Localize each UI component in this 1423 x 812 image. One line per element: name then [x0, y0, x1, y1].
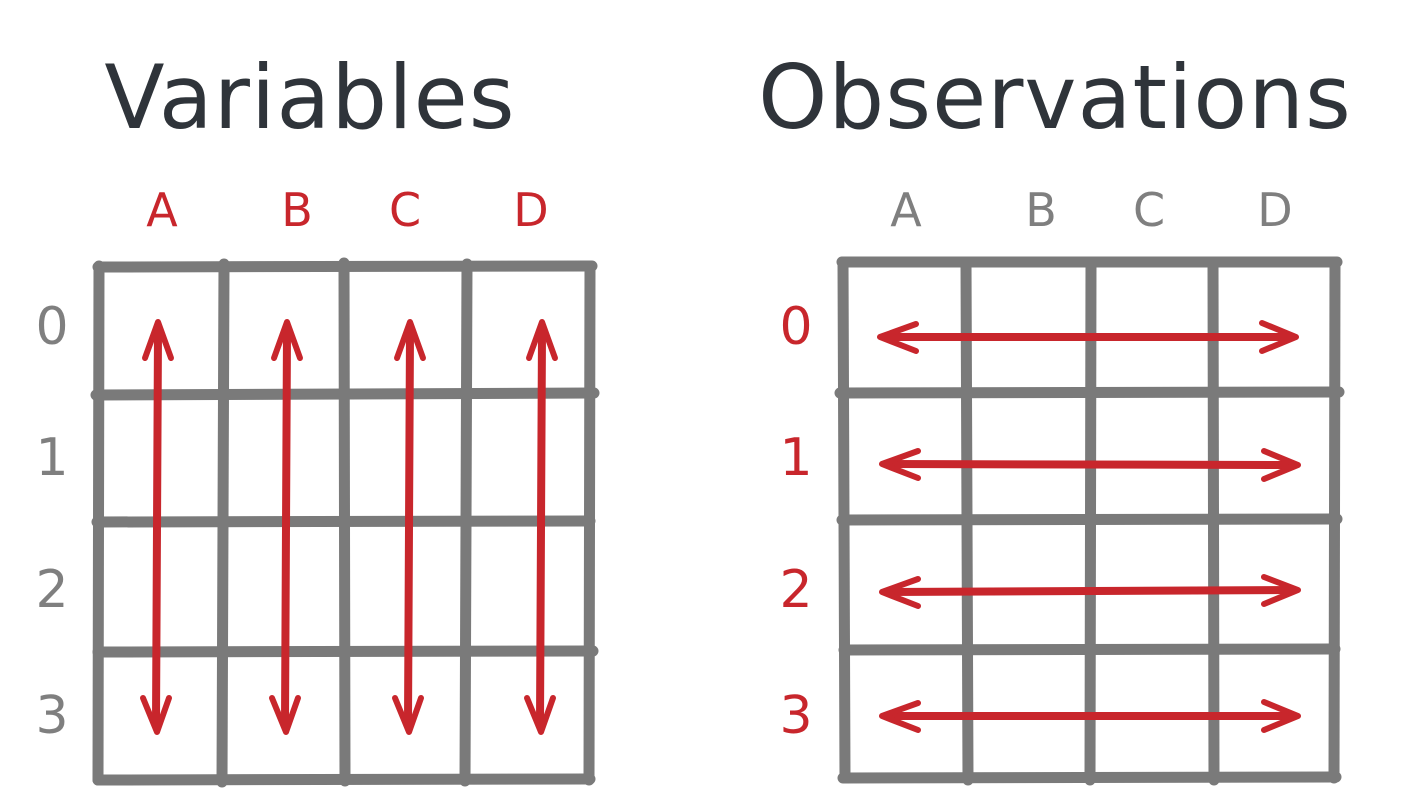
- variables-grid-line: [92, 260, 105, 786]
- observations-arrow-1: [879, 448, 1301, 482]
- observations-row-label-3: 3: [779, 686, 812, 746]
- variables-column-labels: A B C D: [146, 183, 548, 237]
- observations-grid-line: [1207, 256, 1220, 786]
- variables-row-label-3: 3: [35, 686, 68, 746]
- variables-arrow-c: [392, 319, 426, 735]
- variables-grid: [90, 257, 600, 788]
- variables-col-label-c: C: [389, 183, 421, 237]
- observations-arrow-3: [879, 699, 1301, 733]
- variables-grid-line: [216, 258, 230, 788]
- variables-grid-line: [459, 258, 473, 787]
- variables-arrows: [140, 319, 558, 735]
- observations-row-labels: 0 1 2 3: [779, 297, 812, 746]
- observations-col-label-b: B: [1025, 183, 1057, 237]
- observations-grid-line: [837, 256, 851, 784]
- observations-col-label-d: D: [1257, 183, 1292, 237]
- observations-grid-line: [1328, 256, 1341, 784]
- variables-col-label-b: B: [281, 183, 313, 237]
- observations-row-label-1: 1: [779, 428, 812, 488]
- observations-row-label-0: 0: [779, 297, 812, 357]
- variables-row-label-0: 0: [35, 297, 68, 357]
- observations-arrow-0: [877, 320, 1299, 354]
- variables-grid-line: [338, 257, 351, 787]
- variables-arrow-a: [140, 319, 174, 735]
- observations-panel: Observations A B C D 0 1 2 3: [758, 46, 1352, 786]
- observations-grid-line: [1084, 256, 1097, 786]
- variables-col-label-a: A: [146, 183, 178, 237]
- observations-col-label-c: C: [1133, 183, 1165, 237]
- variables-col-label-d: D: [513, 183, 548, 237]
- variables-row-label-1: 1: [35, 428, 68, 488]
- variables-row-label-2: 2: [35, 560, 68, 620]
- variables-arrow-d: [524, 319, 558, 735]
- observations-grid-line: [960, 256, 974, 786]
- variables-row-labels: 0 1 2 3: [35, 297, 68, 746]
- observations-arrow-2: [879, 574, 1301, 609]
- observations-grid: [834, 256, 1345, 786]
- observations-title: Observations: [758, 46, 1352, 149]
- observations-arrows: [877, 320, 1301, 733]
- observations-row-label-2: 2: [779, 560, 812, 620]
- variables-panel: Variables A B C D 0 1 2 3: [35, 46, 600, 788]
- observations-col-label-a: A: [890, 183, 922, 237]
- observations-column-labels: A B C D: [890, 183, 1292, 237]
- variables-title: Variables: [104, 46, 515, 149]
- variables-grid-line: [583, 261, 596, 786]
- variables-arrow-b: [269, 319, 303, 735]
